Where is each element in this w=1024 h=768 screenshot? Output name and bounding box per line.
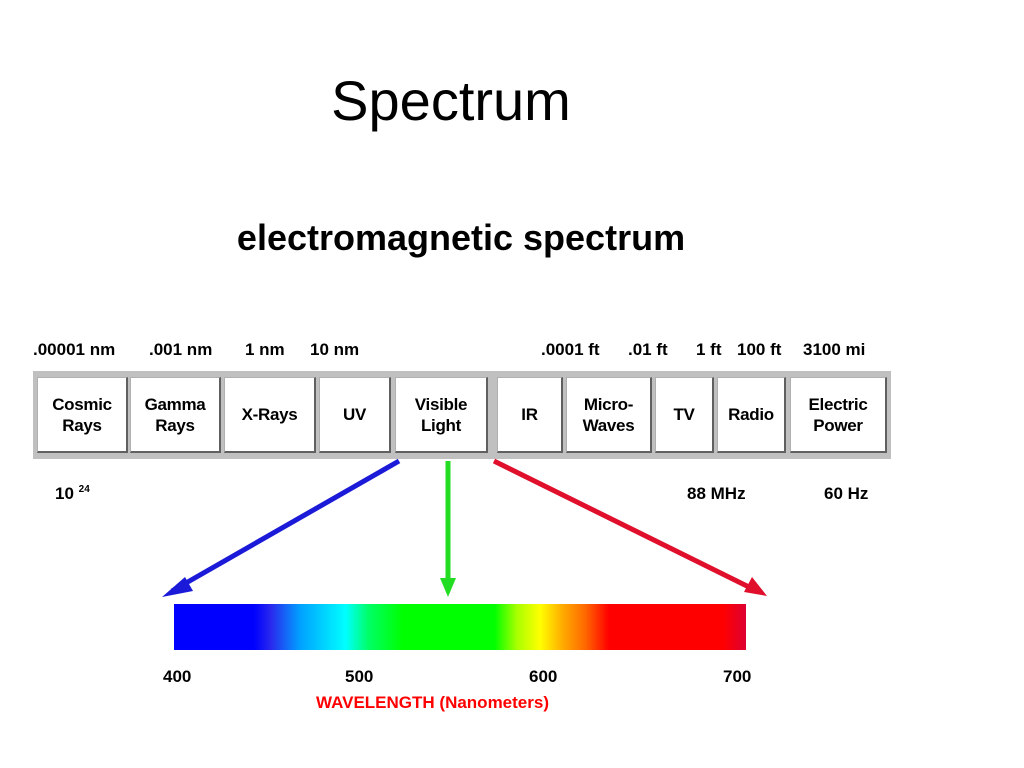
scale-label: .00001 nm [33, 340, 116, 359]
slide-title: Spectrum [331, 69, 571, 132]
band-micro-waves: Micro- Waves [566, 377, 652, 453]
band-radio: Radio [717, 377, 786, 453]
band-uv: UV [319, 377, 391, 453]
wavelength-tick-400: 400 [163, 667, 192, 686]
band-tv: TV [655, 377, 714, 453]
arrow-left-head [162, 577, 193, 597]
arrow-center-head [440, 578, 456, 597]
freq-label-tv: 88 MHz [687, 484, 746, 503]
spectrum-band-bar: Cosmic Rays Gamma Rays X-Rays UV Visible… [33, 371, 891, 459]
band-ir: IR [497, 377, 563, 453]
arrow-right [492, 458, 757, 593]
scale-label: .01 ft [628, 340, 668, 359]
arrow-right-head [744, 577, 767, 596]
arrow-left [170, 458, 401, 594]
band-cosmic-rays: Cosmic Rays [37, 377, 128, 453]
scale-label: .0001 ft [541, 340, 600, 359]
freq-base: 10 [55, 484, 74, 503]
scale-label: 100 ft [737, 340, 782, 359]
freq-label-cosmic: 10 24 [55, 484, 90, 504]
scale-label: 1 ft [696, 340, 722, 359]
wavelength-tick-600: 600 [529, 667, 558, 686]
scale-label: .001 nm [149, 340, 213, 359]
wavelength-tick-500: 500 [345, 667, 374, 686]
scale-label: 10 nm [310, 340, 360, 359]
visible-spectrum-bar [174, 604, 746, 650]
diagram-title: electromagnetic spectrum [236, 217, 686, 258]
scale-label: 3100 mi [803, 340, 866, 359]
band-gamma-rays: Gamma Rays [130, 377, 221, 453]
freq-exponent: 24 [78, 484, 90, 495]
band-electric-power: Electric Power [790, 377, 887, 453]
freq-label-power: 60 Hz [824, 484, 869, 503]
wavelength-axis-label: WAVELENGTH (Nanometers) [316, 693, 549, 712]
wavelength-tick-700: 700 [723, 667, 752, 686]
band-x-rays: X-Rays [224, 377, 316, 453]
scale-label: 1 nm [245, 340, 285, 359]
band-visible-light: Visible Light [395, 377, 488, 453]
